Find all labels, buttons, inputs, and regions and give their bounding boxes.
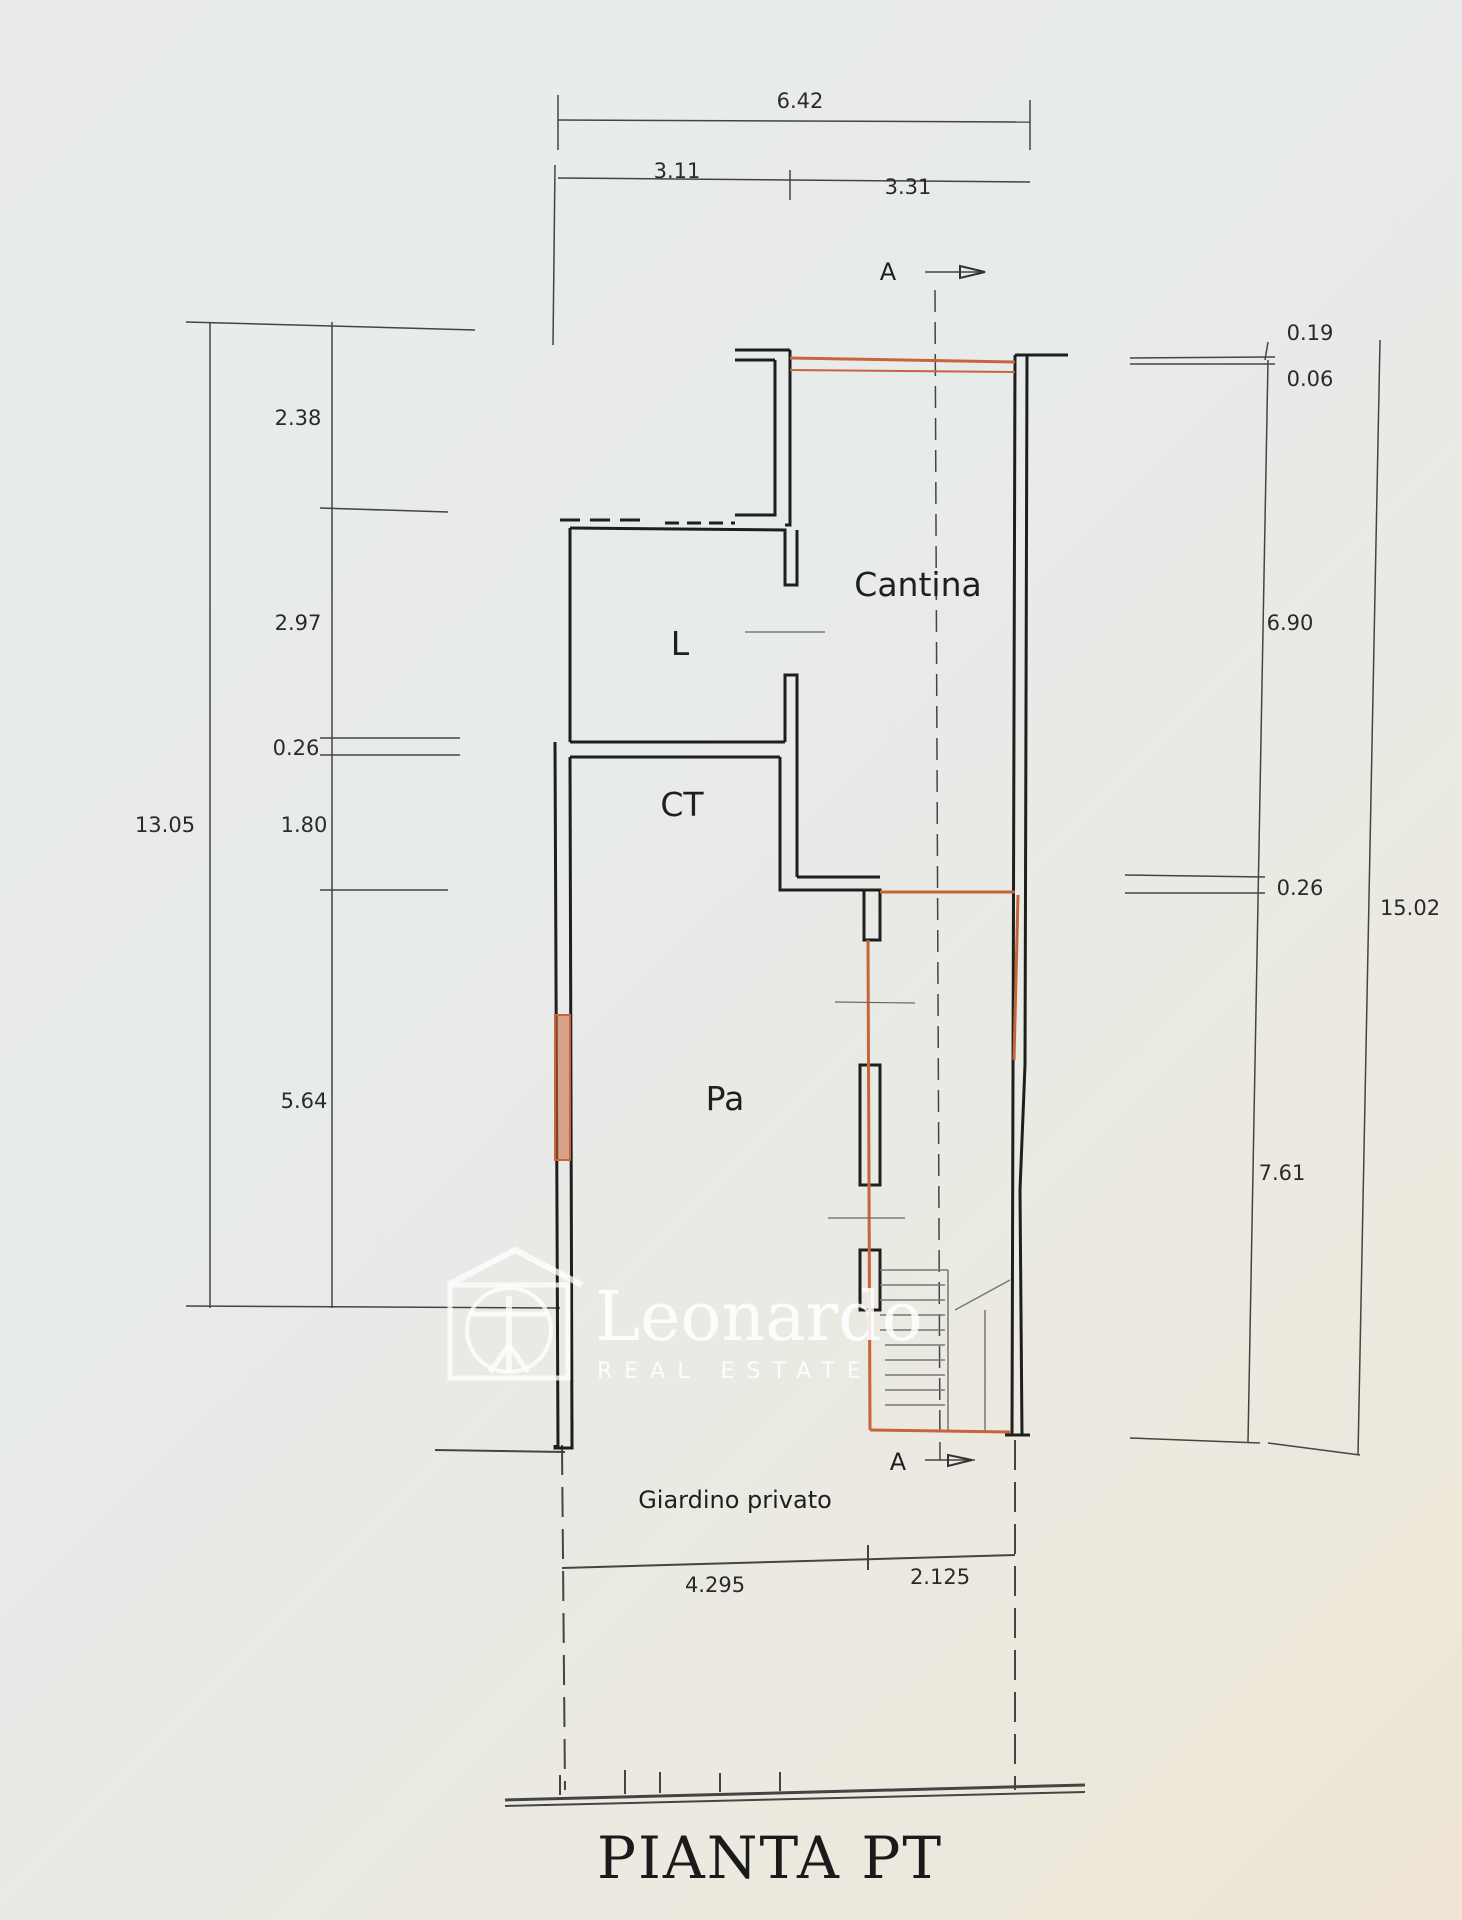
dim-top-right: 3.31 (885, 175, 932, 199)
room-label-cantina: Cantina (854, 565, 981, 604)
dim-right-1: 0.19 (1287, 321, 1334, 345)
watermark-name: Leonardo (595, 1278, 923, 1357)
dim-right-total: 15.02 (1380, 896, 1440, 920)
dim-right-3: 6.90 (1267, 611, 1314, 635)
dim-bottom-left: 4.295 (685, 1573, 745, 1597)
dim-top-left: 3.11 (654, 159, 701, 183)
garden-boundary (434, 1440, 1086, 1807)
room-label-ct: CT (660, 785, 704, 824)
left-dimensions (185, 321, 561, 1309)
dim-left-2: 2.97 (275, 611, 322, 635)
house-frame-icon (447, 1282, 571, 1381)
section-label-bottom: A (890, 1448, 907, 1476)
watermark-tagline: REAL ESTATE (597, 1359, 873, 1384)
dim-right-2: 0.06 (1287, 367, 1334, 391)
tick-marks (745, 631, 916, 1219)
watermark-logo (446, 1246, 584, 1381)
room-label-garden: Giardino privato (638, 1486, 832, 1514)
dim-left-5: 5.64 (281, 1089, 328, 1113)
walls (553, 348, 1068, 1450)
staircase (880, 1269, 1011, 1430)
room-label-l: L (671, 624, 690, 663)
section-arrow-bottom (947, 1453, 973, 1468)
dim-total-width: 6.42 (777, 89, 824, 113)
section-line (925, 271, 985, 1461)
dim-left-3: 0.26 (273, 736, 320, 760)
right-dimensions (1124, 339, 1381, 1456)
top-dimensions (552, 95, 1031, 346)
house-roof-icon (446, 1246, 584, 1288)
section-label-top: A (880, 258, 897, 286)
dim-bottom-right: 2.125 (910, 1565, 970, 1589)
section-arrow-top (959, 264, 986, 280)
room-label-pa: Pa (706, 1079, 745, 1118)
dim-left-1: 2.38 (275, 406, 322, 430)
dim-right-5: 7.61 (1259, 1161, 1306, 1185)
dim-left-total: 13.05 (135, 813, 195, 837)
dim-left-4: 1.80 (281, 813, 328, 837)
dim-right-4: 0.26 (1277, 876, 1324, 900)
plan-title: PIANTA PT (597, 1824, 943, 1892)
new-work-marks (554, 356, 1020, 1434)
